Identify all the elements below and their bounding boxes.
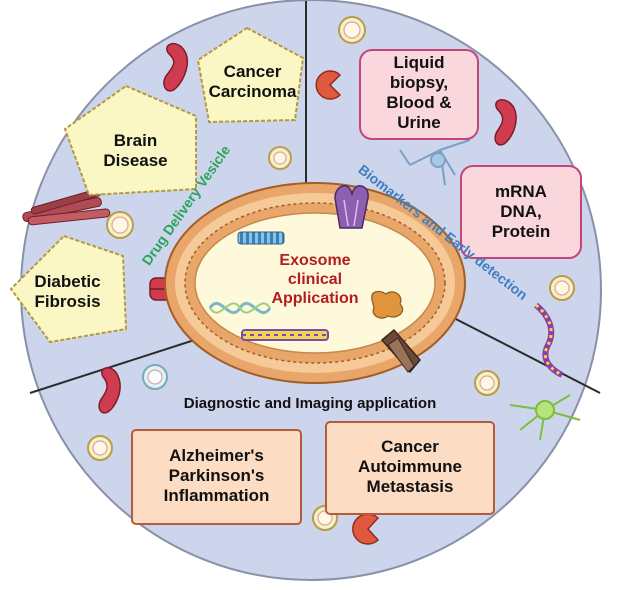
label-line: Cancer: [381, 437, 439, 456]
vesicle-icon: [474, 370, 500, 396]
center-label-line: Exosome: [279, 252, 351, 269]
label-line: Alzheimer's: [169, 446, 264, 465]
alzheimers-box: [131, 429, 302, 525]
transmembrane-protein-icon: [380, 328, 421, 374]
label-line: Fibrosis: [34, 292, 101, 312]
cancer-carcinoma-label: Cancer Carcinoma: [205, 62, 300, 102]
vesicle-icon: [142, 364, 168, 390]
label-line: Metastasis: [366, 477, 454, 497]
label-line: Parkinson's: [168, 466, 265, 486]
red-blood-cell-icon: [98, 367, 121, 414]
label-line: Brain: [113, 131, 158, 150]
brain-disease-label: Brain Disease: [88, 131, 183, 171]
label-line: Cancer: [223, 62, 282, 81]
dna-strand-icon: [241, 329, 329, 341]
rna-helix-icon: [208, 301, 272, 315]
label-line: Urine: [397, 113, 441, 133]
label-line: Carcinoma: [208, 82, 297, 102]
label-line: Protein: [491, 222, 551, 242]
cancer-carcinoma-pentagon: [196, 26, 305, 124]
pacman-protein-icon: [352, 513, 380, 545]
label-line: DNA,: [500, 202, 542, 222]
liquid-biopsy-label: Liquid biopsy, Blood & Urine: [362, 53, 476, 133]
dna-strand-icon: [533, 302, 564, 378]
transmembrane-protein-icon: [334, 185, 369, 229]
liquid-biopsy-box: [359, 49, 479, 140]
vesicle-icon: [87, 435, 113, 461]
diabetic-fibrosis-pentagon: [9, 234, 128, 344]
neuron-cell-icon: [399, 139, 471, 186]
section-dividers: [29, 1, 601, 394]
mrna-dna-protein-box: [460, 165, 582, 259]
cancer-autoimmune-label: Cancer Autoimmune Metastasis: [328, 437, 492, 497]
label-line: mRNA: [495, 182, 547, 201]
label-line: Liquid: [393, 53, 445, 72]
protein-blob-icon: [371, 290, 404, 319]
diagnostic-title: Diagnostic and Imaging application: [183, 395, 437, 412]
alzheimers-label: Alzheimer's Parkinson's Inflammation: [134, 446, 299, 506]
center-label-line: Application: [271, 289, 359, 307]
vesicle-icon: [549, 275, 575, 301]
vesicle-icon: [106, 211, 134, 239]
label-line: Autoimmune: [358, 457, 462, 477]
muscle-fiber-icon: [22, 188, 111, 226]
label-line: Diabetic: [34, 272, 101, 291]
center-label-line: clinical: [287, 270, 343, 288]
label-line: Disease: [103, 151, 168, 171]
vesicle-icon: [338, 16, 366, 44]
vesicle-icon: [268, 146, 292, 170]
diabetic-fibrosis-label: Diabetic Fibrosis: [20, 272, 115, 312]
red-blood-cell-icon: [163, 42, 188, 92]
brain-disease-pentagon: [63, 84, 197, 197]
center-label: Exosome clinical Application: [255, 252, 375, 309]
neuron-cell-icon: [509, 394, 581, 441]
label-line: biopsy,: [389, 73, 449, 93]
mrna-dna-protein-label: mRNA DNA, Protein: [463, 182, 579, 242]
label-line: Blood &: [386, 93, 452, 113]
label-line: Inflammation: [163, 486, 270, 506]
cancer-autoimmune-box: [325, 421, 495, 515]
nanotube-icon: [237, 231, 285, 245]
red-blood-cell-icon: [494, 99, 517, 146]
pacman-protein-icon: [315, 70, 342, 100]
